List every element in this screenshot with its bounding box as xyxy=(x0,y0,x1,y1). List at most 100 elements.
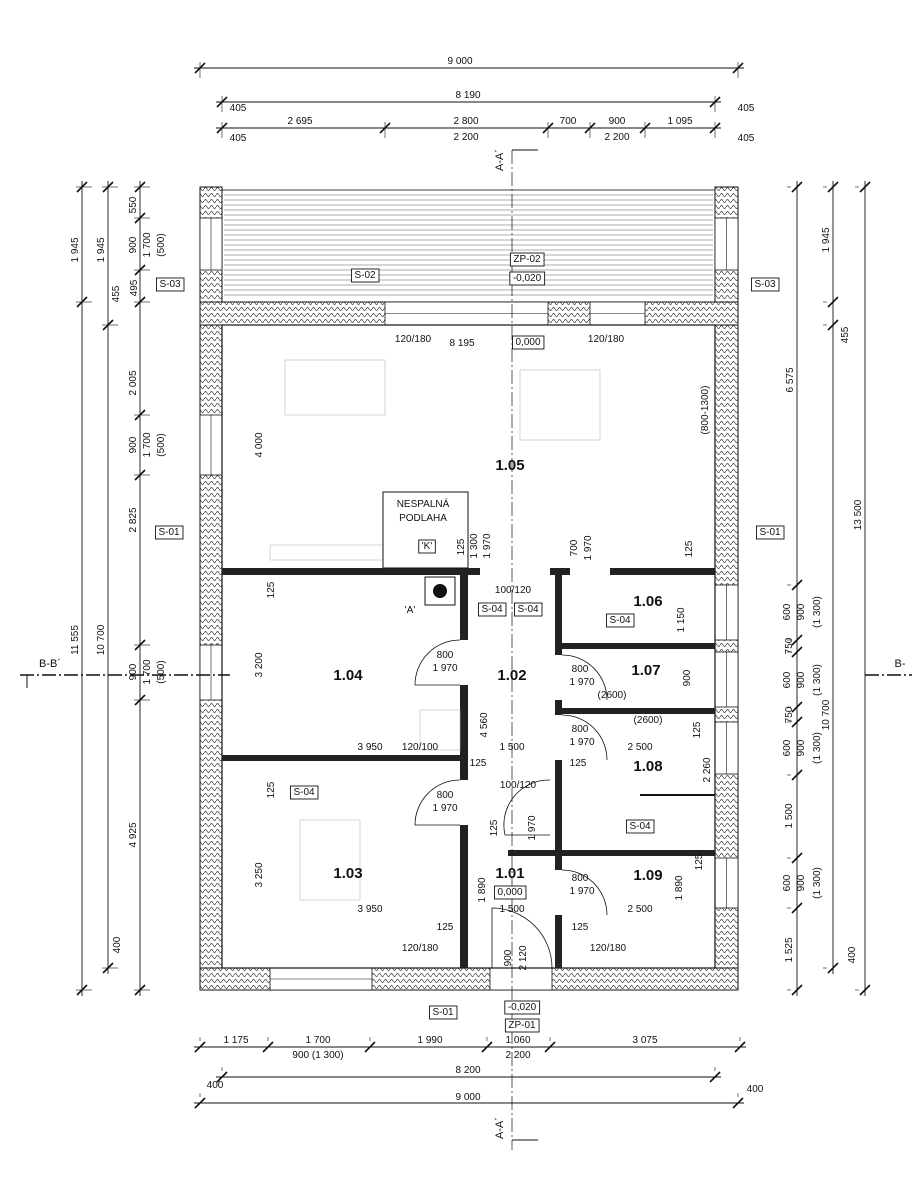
label-dims-right-6: 1 525 xyxy=(784,937,795,962)
label-dims-top-0: 9 000 xyxy=(447,56,472,67)
label-tags-s04: S-04 xyxy=(481,604,503,615)
label-dims-left-0: 1 945 xyxy=(96,237,107,262)
door-swing-1-09 xyxy=(561,869,608,916)
tag-box xyxy=(350,268,380,283)
label-tags-s04: S-04 xyxy=(517,604,539,615)
door-swing-entrance xyxy=(491,907,553,969)
label-dims-bottom-7: 400 xyxy=(747,1084,764,1095)
label-dims-left-6: (500) xyxy=(156,660,167,683)
label-tags-s01: S-01 xyxy=(158,527,180,538)
label-dims-top-4: 2 800 xyxy=(453,116,478,127)
label-dims-bottom-0: 1 175 xyxy=(223,1035,248,1046)
label-dims-interior-5: 1 500 xyxy=(499,904,524,915)
label-openings-door_h: 1 970 xyxy=(569,886,594,897)
boiler-icon xyxy=(433,584,447,598)
label-openings-door_w: 800 xyxy=(572,873,589,884)
label-section_marks-a_top: A-A´ xyxy=(494,149,506,171)
door-opening xyxy=(460,780,468,825)
label-notes-a: 'A' xyxy=(405,605,416,616)
label-dims-left-9: 2 825 xyxy=(128,507,139,532)
label-levels-floor: 0,000 xyxy=(515,337,540,348)
label-section_marks-a_bottom: A-A´ xyxy=(494,1117,506,1139)
label-openings-lintel_120_180: 120/180 xyxy=(590,943,627,954)
label-dims-interior-12: 1 890 xyxy=(674,875,685,900)
label-dims-left-4: 900 xyxy=(128,236,139,253)
dimension-tick xyxy=(827,296,839,308)
dimension-tick xyxy=(734,1041,746,1053)
label-tags-s02: S-02 xyxy=(354,270,376,281)
label-dims-left-0: 1 945 xyxy=(70,237,81,262)
dimension-tick xyxy=(732,1097,744,1109)
label-dims-left-6: (500) xyxy=(156,233,167,256)
wall-1-04-1-03 xyxy=(222,755,460,761)
dimension-tick xyxy=(791,716,803,728)
dimension-tick xyxy=(262,1041,274,1053)
dimension-tick xyxy=(544,1041,556,1053)
label-openings-door_h: 1 970 xyxy=(432,663,457,674)
dimension-tick xyxy=(709,1071,721,1083)
label-dims-interior-2: 125 xyxy=(692,721,703,738)
dimension-tick xyxy=(827,319,839,331)
label-dims-left-12: 400 xyxy=(112,936,123,953)
label-dims-right-2: 900 xyxy=(796,739,807,756)
label-dims-right-1: 600 xyxy=(782,603,793,620)
label-dims-interior-2: 125 xyxy=(570,758,587,769)
label-notes-k: 'K' xyxy=(422,541,433,552)
furniture-outline xyxy=(299,819,361,901)
label-dims-left-7: 495 xyxy=(129,279,140,296)
label-dims-bottom-1: 1 700 xyxy=(305,1035,330,1046)
label-dims-top-5: 700 xyxy=(560,116,577,127)
label-dims-interior-3: 3 200 xyxy=(254,652,265,677)
tag-box xyxy=(625,819,655,834)
dimension-tick xyxy=(791,646,803,658)
label-dims-bottom-4: 3 075 xyxy=(632,1035,657,1046)
label-dims-bottom-2: 1 990 xyxy=(417,1035,442,1046)
furniture-outline xyxy=(269,544,386,561)
label-dims-top-2: 405 xyxy=(738,133,755,144)
door-opening xyxy=(460,640,468,685)
label-rooms-r109: 1.09 xyxy=(633,867,662,884)
label-dims-right-1: 600 xyxy=(782,671,793,688)
label-notes-nonflam1: NESPALNÁ xyxy=(397,497,450,510)
dimension-tick xyxy=(194,1097,206,1109)
dimension-tick xyxy=(859,181,871,193)
dimension-tick xyxy=(216,1071,228,1083)
tag-box xyxy=(755,525,785,540)
label-dims-top-8: 2 200 xyxy=(453,132,478,143)
label-tags-s01: S-01 xyxy=(759,527,781,538)
label-dims-right-2: 900 xyxy=(796,874,807,891)
wall-1-05-south xyxy=(222,568,715,575)
label-dims-interior-11: 3 250 xyxy=(254,862,265,887)
label-dims-right-2: 900 xyxy=(796,603,807,620)
label-rooms-r101: 1.01 xyxy=(495,865,524,882)
label-tags-s03: S-03 xyxy=(159,279,181,290)
label-dims-right-10: 400 xyxy=(847,946,858,963)
label-dims-left-11: 455 xyxy=(111,285,122,302)
label-dims-right-3: (1 300) xyxy=(812,664,823,696)
label-dims-top-8: 2 200 xyxy=(604,132,629,143)
tag-box xyxy=(418,539,436,554)
label-dims-interior-2: 125 xyxy=(266,781,277,798)
door-opening xyxy=(555,715,562,760)
label-rooms-r108: 1.08 xyxy=(633,758,662,775)
tag-box xyxy=(155,277,185,292)
label-dims-interior-7: 4 560 xyxy=(479,712,490,737)
tag-box xyxy=(428,1005,458,1020)
dimension-tick xyxy=(827,962,839,974)
label-dims-right-3: (1 300) xyxy=(812,867,823,899)
door-swing-1-01 xyxy=(503,779,551,836)
label-levels-floor: 0,000 xyxy=(497,887,522,898)
label-tags-s04: S-04 xyxy=(609,615,631,626)
label-dims-right-9: 10 700 xyxy=(821,699,832,730)
dimension-tick xyxy=(791,181,803,193)
label-dims-interior-10: 2 260 xyxy=(702,757,713,782)
tag-box xyxy=(509,252,545,267)
label-dims-left-3: 550 xyxy=(128,196,139,213)
label-tags-zp01: ZP-01 xyxy=(508,1020,536,1031)
label-dims-right-0: 6 575 xyxy=(785,367,796,392)
label-dims-interior-6: 2 500 xyxy=(627,904,652,915)
wall-corridor-east xyxy=(555,575,562,968)
label-section_marks-b_left: B-B´ xyxy=(39,658,61,670)
door-swing-1-07 xyxy=(561,654,608,701)
label-dims-right-3: (1 300) xyxy=(812,732,823,764)
